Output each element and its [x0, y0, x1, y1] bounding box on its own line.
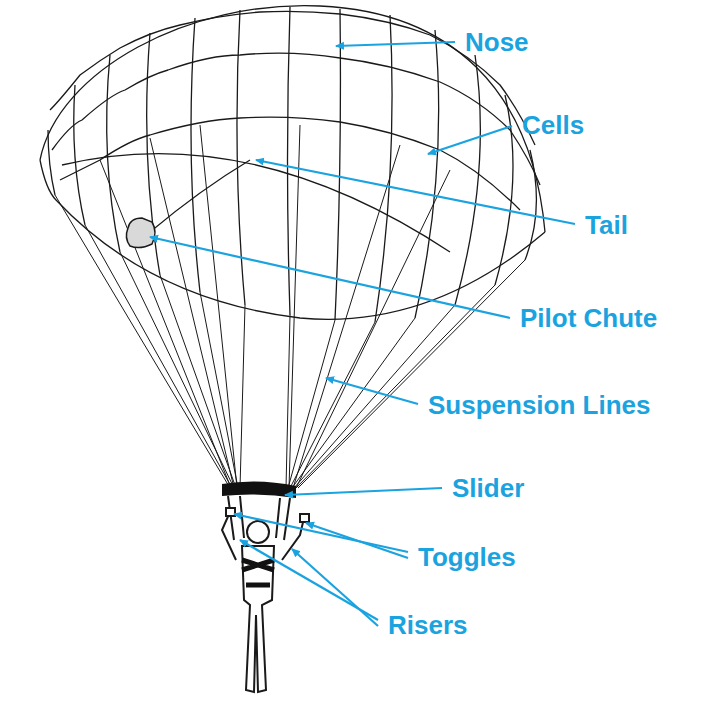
illustration-stroke	[226, 508, 235, 516]
part-label: Cells	[522, 110, 584, 140]
illustration-stroke	[48, 130, 55, 195]
illustration-stroke	[285, 488, 442, 495]
illustration-stroke	[126, 218, 155, 248]
illustration-stroke	[300, 514, 309, 522]
illustration-stroke	[234, 514, 408, 552]
illustration-stroke	[191, 18, 200, 292]
slider	[222, 481, 296, 498]
illustration-stroke	[222, 481, 296, 498]
illustration-stroke	[150, 160, 250, 232]
illustration-stroke	[62, 154, 450, 252]
part-label: Pilot Chute	[520, 303, 657, 333]
illustration-stroke	[326, 378, 418, 404]
illustration-stroke	[74, 85, 85, 225]
part-label: Nose	[465, 27, 529, 57]
illustration-stroke	[242, 546, 274, 692]
illustration-stroke	[525, 150, 536, 260]
illustration-stroke	[40, 6, 545, 232]
illustration-stroke	[150, 237, 510, 318]
illustration-stroke	[335, 9, 340, 320]
illustration-stroke	[107, 55, 120, 252]
illustration-stroke	[50, 11, 535, 145]
part-label: Slider	[452, 473, 524, 503]
illustration-stroke	[242, 560, 274, 585]
illustration-stroke	[292, 549, 378, 626]
canopy	[40, 6, 545, 322]
illustration-stroke	[60, 117, 520, 210]
illustration-stroke	[428, 126, 512, 154]
illustration-stroke	[247, 521, 269, 543]
suspension-lines	[55, 125, 525, 488]
illustration-stroke	[336, 42, 455, 46]
illustration-stroke	[455, 55, 480, 305]
illustration-stroke	[55, 125, 245, 488]
illustration-stroke	[256, 160, 575, 224]
risers-and-skydiver	[222, 496, 309, 692]
part-label: Suspension Lines	[428, 390, 651, 420]
illustration-stroke	[415, 30, 439, 318]
illustration-stroke	[375, 15, 392, 322]
part-label: Risers	[388, 610, 468, 640]
part-label: Toggles	[418, 542, 516, 572]
illustration-stroke	[306, 523, 408, 558]
illustration-stroke	[286, 125, 525, 488]
part-label: Tail	[585, 210, 628, 240]
leader-lines	[150, 42, 575, 626]
illustration-stroke	[40, 160, 545, 319]
pilot-chute	[126, 160, 250, 248]
